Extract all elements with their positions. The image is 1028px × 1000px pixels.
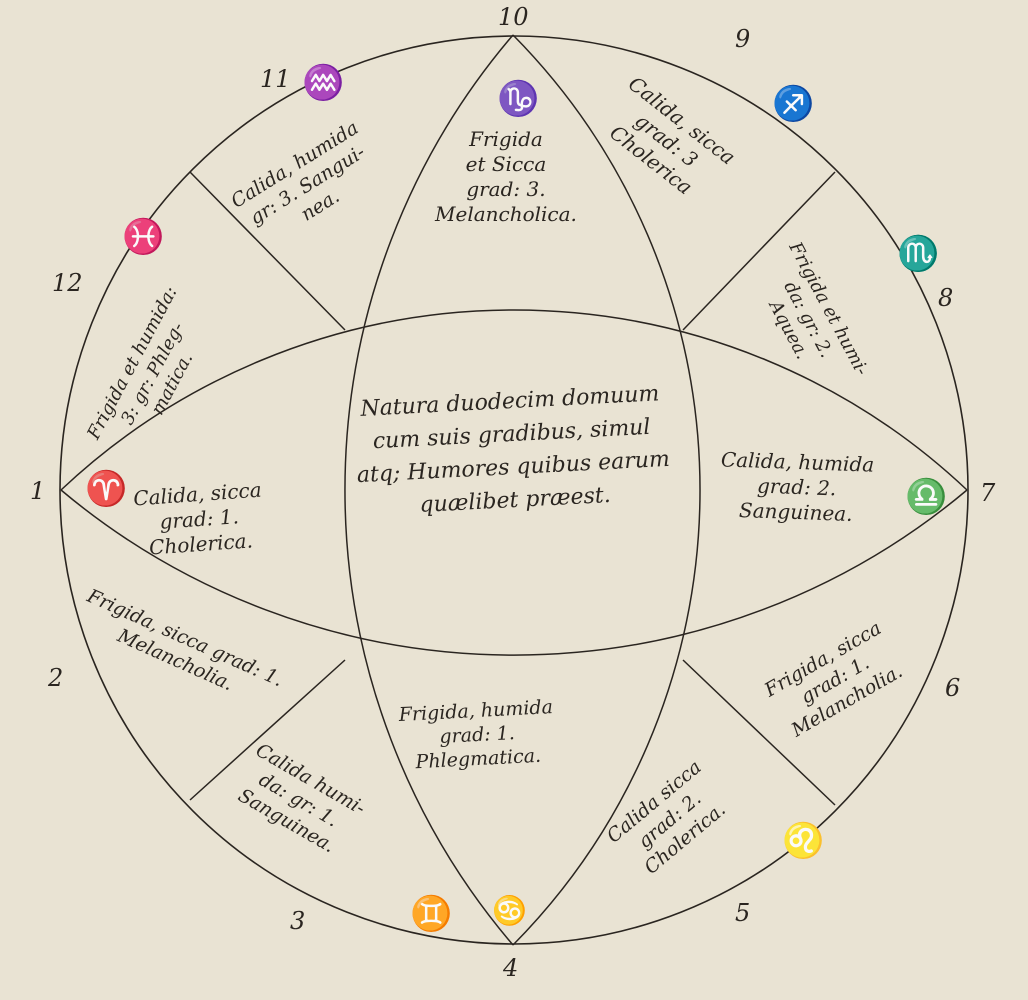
house-number-6: 6 bbox=[945, 674, 961, 702]
divider-8-9 bbox=[682, 171, 836, 331]
gemini-sign-icon: ♊ bbox=[410, 894, 453, 934]
cancer-sign-icon: ♋ bbox=[492, 894, 527, 927]
aries-sign-icon: ♈ bbox=[85, 469, 128, 509]
divider-11-12 bbox=[189, 171, 346, 331]
pisces-sign-icon: ♓ bbox=[122, 217, 165, 257]
divider-5-6 bbox=[682, 659, 836, 806]
house-number-4: 4 bbox=[503, 954, 519, 982]
divider-2-3 bbox=[189, 659, 346, 801]
house-number-10: 10 bbox=[498, 3, 529, 31]
house-number-12: 12 bbox=[52, 269, 83, 297]
sagittarius-sign-icon: ♐ bbox=[772, 84, 815, 124]
house-7-text: Calida, humida grad: 2. Sanguinea. bbox=[720, 447, 875, 526]
libra-sign-icon: ♎ bbox=[905, 477, 948, 517]
house-number-5: 5 bbox=[735, 899, 751, 927]
house-number-11: 11 bbox=[260, 65, 291, 93]
house-number-8: 8 bbox=[938, 284, 954, 312]
vertical-lens-right-arc bbox=[512, 34, 701, 946]
house-1-text: Calida, sicca grad: 1. Cholerica. bbox=[132, 477, 263, 560]
house-number-9: 9 bbox=[735, 25, 751, 53]
vertical-lens-left-arc bbox=[344, 34, 514, 946]
scorpio-sign-icon: ♏ bbox=[897, 234, 940, 274]
house-number-1: 1 bbox=[30, 477, 46, 505]
horizontal-lens-bottom-arc bbox=[60, 489, 968, 656]
center-text: Natura duodecim domuum cum suis gradibus… bbox=[337, 376, 688, 526]
house-4-text: Frigida, humida grad: 1. Phlegmatica. bbox=[398, 696, 554, 773]
house-10-text: Frigida et Sicca grad: 3. Melancholica. bbox=[435, 127, 577, 226]
house-number-7: 7 bbox=[980, 479, 996, 507]
leo-sign-icon: ♌ bbox=[782, 821, 825, 861]
house-number-3: 3 bbox=[290, 907, 306, 935]
aquarius-sign-icon: ♒ bbox=[302, 63, 345, 103]
capricorn-sign-icon: ♑ bbox=[497, 79, 540, 119]
house-number-2: 2 bbox=[48, 664, 64, 692]
horizontal-lens-top-arc bbox=[60, 309, 968, 491]
